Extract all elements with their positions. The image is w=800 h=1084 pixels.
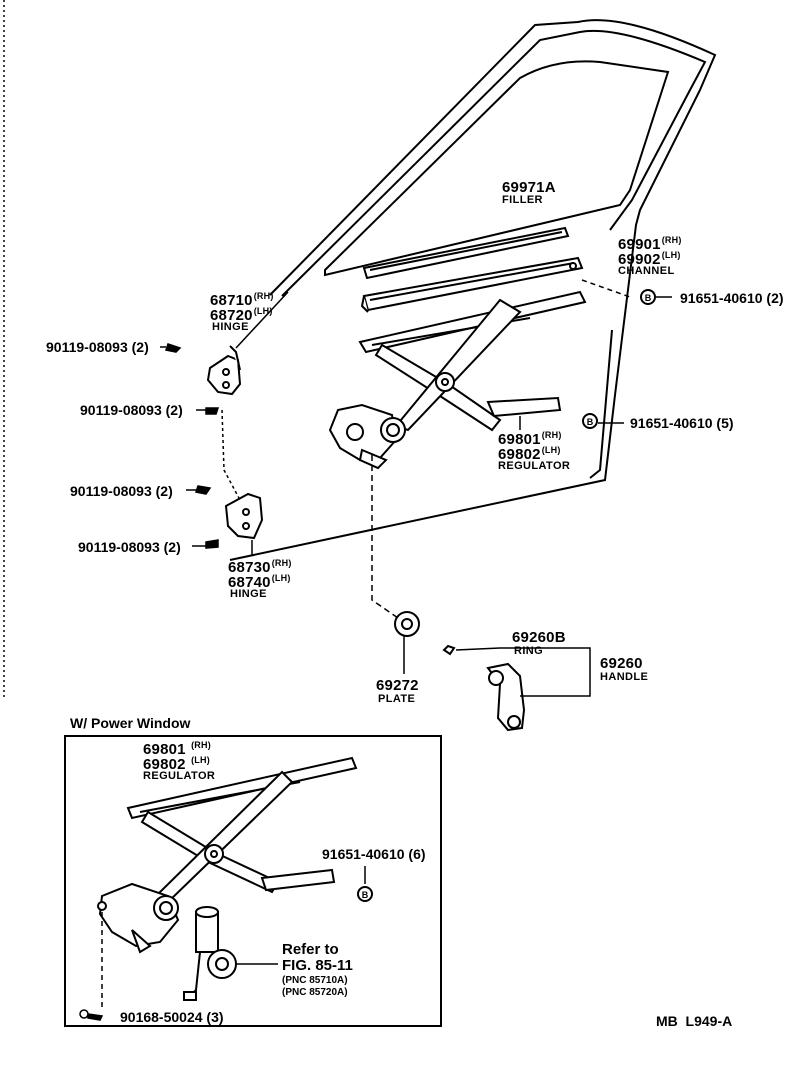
screw-icon — [196, 407, 220, 415]
channel-part-number-lh: 69902(LH) — [618, 250, 681, 268]
filler-part-number: 69971A — [502, 179, 556, 196]
upper-hinge-name: HINGE — [212, 321, 249, 333]
plate-leader — [371, 455, 399, 619]
handle-part — [486, 662, 526, 732]
plate-part — [394, 611, 420, 637]
filler-strip — [362, 226, 570, 280]
svg-text:B: B — [587, 417, 594, 427]
svg-text:B: B — [362, 890, 369, 900]
ring-name: RING — [514, 645, 544, 657]
handle-name: HANDLE — [600, 671, 649, 683]
power-regulator-part — [97, 756, 358, 954]
svg-text:B: B — [645, 293, 652, 303]
power-window-box — [64, 735, 442, 1027]
upper-hinge-part — [206, 345, 242, 396]
regulator-bolt-number: 91651-40610 (5) — [630, 415, 734, 431]
plate-part-number: 69272 — [376, 677, 419, 694]
figure-code: MB L949-A — [656, 1013, 733, 1029]
pw-screw-number: 90168-50024 (3) — [120, 1009, 224, 1025]
refer-figure: FIG. 85-11 — [282, 957, 353, 974]
motor-part — [183, 906, 237, 1001]
channel-name: CHANNEL — [618, 265, 675, 277]
channel-bolt-number: 91651-40610 (2) — [680, 290, 784, 306]
upper-hinge-leader — [235, 291, 289, 349]
screw-number-3: 90119-08093 (2) — [70, 483, 173, 499]
refer-pnc-2: (PNC 85720A) — [282, 987, 348, 998]
screw-number-4: 90119-08093 (2) — [78, 539, 181, 555]
pw-regulator-part-number-lh: 69802 (LH) — [143, 755, 210, 773]
pw-regulator-part-number-rh: 69801 (RH) — [143, 740, 211, 758]
pw-bolt-number: 91651-40610 (6) — [322, 846, 426, 862]
regulator-part-number-rh: 69801(RH) — [498, 430, 562, 448]
bolt-b-icon — [640, 289, 656, 305]
handle-part-number: 69260 — [600, 655, 643, 672]
lower-hinge-part — [224, 492, 264, 540]
door-frame — [229, 19, 717, 561]
screw-number-2: 90119-08093 (2) — [80, 402, 183, 418]
handle-bracket — [520, 647, 591, 697]
regulator-name: REGULATOR — [498, 460, 571, 472]
regulator-part-number-lh: 69802(LH) — [498, 445, 561, 463]
power-window-title: W/ Power Window — [70, 715, 191, 731]
screw-number-1: 90119-08093 (2) — [46, 339, 149, 355]
filler-name: FILLER — [502, 194, 543, 206]
channel-bolt-leader — [581, 279, 631, 298]
ring-part — [442, 644, 456, 656]
lower-hinge-name: HINGE — [230, 588, 267, 600]
channel-part — [360, 256, 584, 313]
upper-hinge-part-number-rh: 68710(RH) — [210, 291, 274, 309]
refer-text: Refer to — [282, 941, 339, 958]
lower-hinge-part-number-rh: 68730(RH) — [228, 558, 292, 576]
channel-part-number-rh: 69901(RH) — [618, 235, 682, 253]
pw-regulator-name: REGULATOR — [143, 770, 216, 782]
ring-part-number: 69260B — [512, 629, 566, 646]
bolt-b-icon — [357, 886, 373, 902]
regulator-part — [328, 290, 587, 470]
bolt-b-icon — [582, 413, 598, 429]
screw-icon — [192, 539, 219, 549]
refer-pnc-1: (PNC 85710A) — [282, 975, 348, 986]
lower-hinge-part-number-lh: 68740(LH) — [228, 573, 291, 591]
screw-icon — [160, 343, 182, 353]
screw-icon — [79, 1009, 104, 1021]
plate-name: PLATE — [378, 693, 416, 705]
upper-hinge-part-number-lh: 68720(LH) — [210, 306, 273, 324]
screw-icon — [186, 485, 212, 495]
